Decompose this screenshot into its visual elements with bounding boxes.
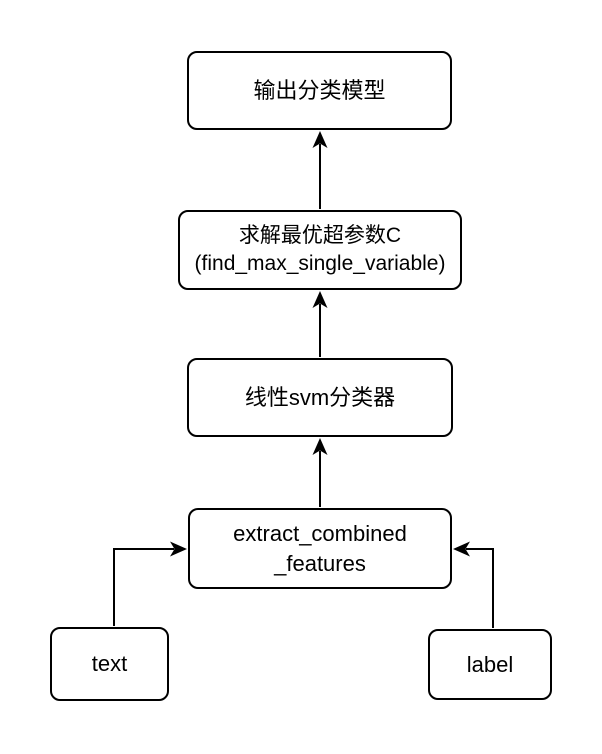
node-extract-features[interactable]: extract_combined _features	[188, 508, 452, 589]
connector-param-to-output[interactable]	[312, 131, 328, 209]
node-output-model[interactable]: 输出分类模型	[187, 51, 452, 130]
node-text-input[interactable]: text	[50, 627, 169, 701]
arrowhead-left-icon	[453, 541, 470, 557]
arrowhead-up-icon	[312, 131, 328, 148]
node-extract-features-label-line1: extract_combined	[233, 521, 407, 547]
connector-text-to-extract[interactable]	[113, 541, 187, 627]
connector-line	[466, 548, 494, 628]
node-solve-hyperparameter[interactable]: 求解最优超参数C (find_max_single_variable)	[178, 210, 462, 290]
connector-line	[113, 548, 174, 626]
connector-label-to-extract[interactable]	[453, 541, 494, 629]
connector-extract-to-svm[interactable]	[312, 438, 328, 507]
arrowhead-right-icon	[170, 541, 187, 557]
node-linear-svm-label: 线性svm分类器	[244, 384, 396, 410]
node-solve-hyperparameter-label-line2: (find_max_single_variable)	[194, 252, 446, 275]
node-solve-hyperparameter-label-line1: 求解最优超参数C	[238, 224, 402, 248]
node-text-input-label: text	[91, 651, 128, 677]
node-label-input[interactable]: label	[428, 629, 552, 700]
arrowhead-up-icon	[312, 291, 328, 308]
node-linear-svm[interactable]: 线性svm分类器	[187, 358, 453, 437]
arrowhead-up-icon	[312, 438, 328, 455]
connector-svm-to-param[interactable]	[312, 291, 328, 357]
node-output-model-label: 输出分类模型	[253, 77, 386, 103]
node-extract-features-label-line2: _features	[274, 550, 366, 576]
node-label-input-label: label	[466, 651, 514, 677]
